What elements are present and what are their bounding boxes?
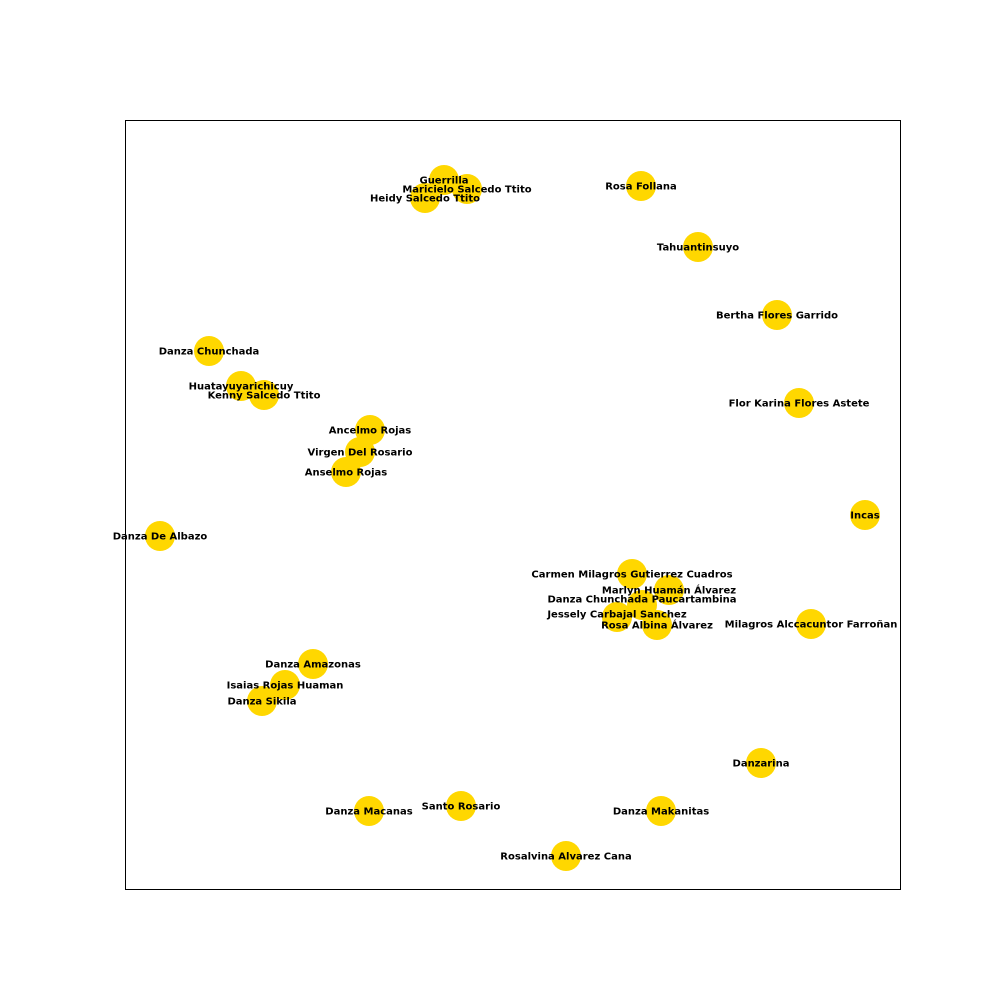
node-label: Milagros Alccacuntor Farroñan [725,620,898,631]
node-label: Danza Amazonas [265,660,361,671]
node-circle [626,171,656,201]
node-label: Rosalvina Alvarez Cana [500,852,631,863]
node-label: Anselmo Rojas [305,468,388,479]
node-label: Danza Macanas [325,807,412,818]
node-label: Guerrilla [419,176,468,187]
node-circle [452,174,482,204]
node-circle [602,602,632,632]
node-label: Maricielo Salcedo Ttito [402,185,531,196]
node-label: Flor Karina Flores Astete [729,399,870,410]
node-circle [617,559,647,589]
node-label: Danza Makanitas [613,807,709,818]
node-label: Danzarina [733,759,790,770]
node-circle [642,610,672,640]
node-label: Danza Sikila [227,697,296,708]
node-label: Isaias Rojas Huaman [227,681,344,692]
node-circle [145,521,175,551]
node-circle [551,841,581,871]
node-circle [446,791,476,821]
node-label: Bertha Flores Garrido [716,311,838,322]
node-label: Danza Chunchada Paucartambina [547,595,736,606]
node-circle [331,457,361,487]
node-label: Carmen Milagros Gutierrez Cuadros [531,570,732,581]
node-label: Rosa Albina Álvarez [601,619,713,632]
node-label: Ancelmo Rojas [329,426,412,437]
node-circle [270,670,300,700]
node-circle [683,232,713,262]
node-label: Virgen Del Rosario [308,448,413,459]
node-circle [850,500,880,530]
node-label: Danza Chunchada [159,347,260,358]
node-label: Jessely Carbajal Sanchez [546,610,687,621]
node-circle [784,388,814,418]
node-circle [762,300,792,330]
node-label: Rosa Follana [605,182,677,193]
node-circle [429,165,459,195]
node-circle [410,183,440,213]
node-circle [654,575,684,605]
node-circle [298,649,328,679]
node-circle [354,796,384,826]
node-label: Marlyn Huamán Álvarez [602,584,736,597]
node-label: Incas [850,511,880,522]
node-circle [249,380,279,410]
node-label: Heidy Salcedo Ttito [370,194,480,205]
node-label: Danza De Albazo [113,532,208,543]
node-circle [796,609,826,639]
node-label: Tahuantinsuyo [657,243,739,254]
node-circle [247,686,277,716]
node-label: Santo Rosario [422,802,501,813]
node-label: Huatayuyarichicuy [189,382,294,393]
node-circle [746,748,776,778]
plot-frame [125,120,901,890]
node-circle [194,336,224,366]
node-label: Kenny Salcedo Ttito [208,391,321,402]
node-circle [646,796,676,826]
node-circle [226,371,256,401]
